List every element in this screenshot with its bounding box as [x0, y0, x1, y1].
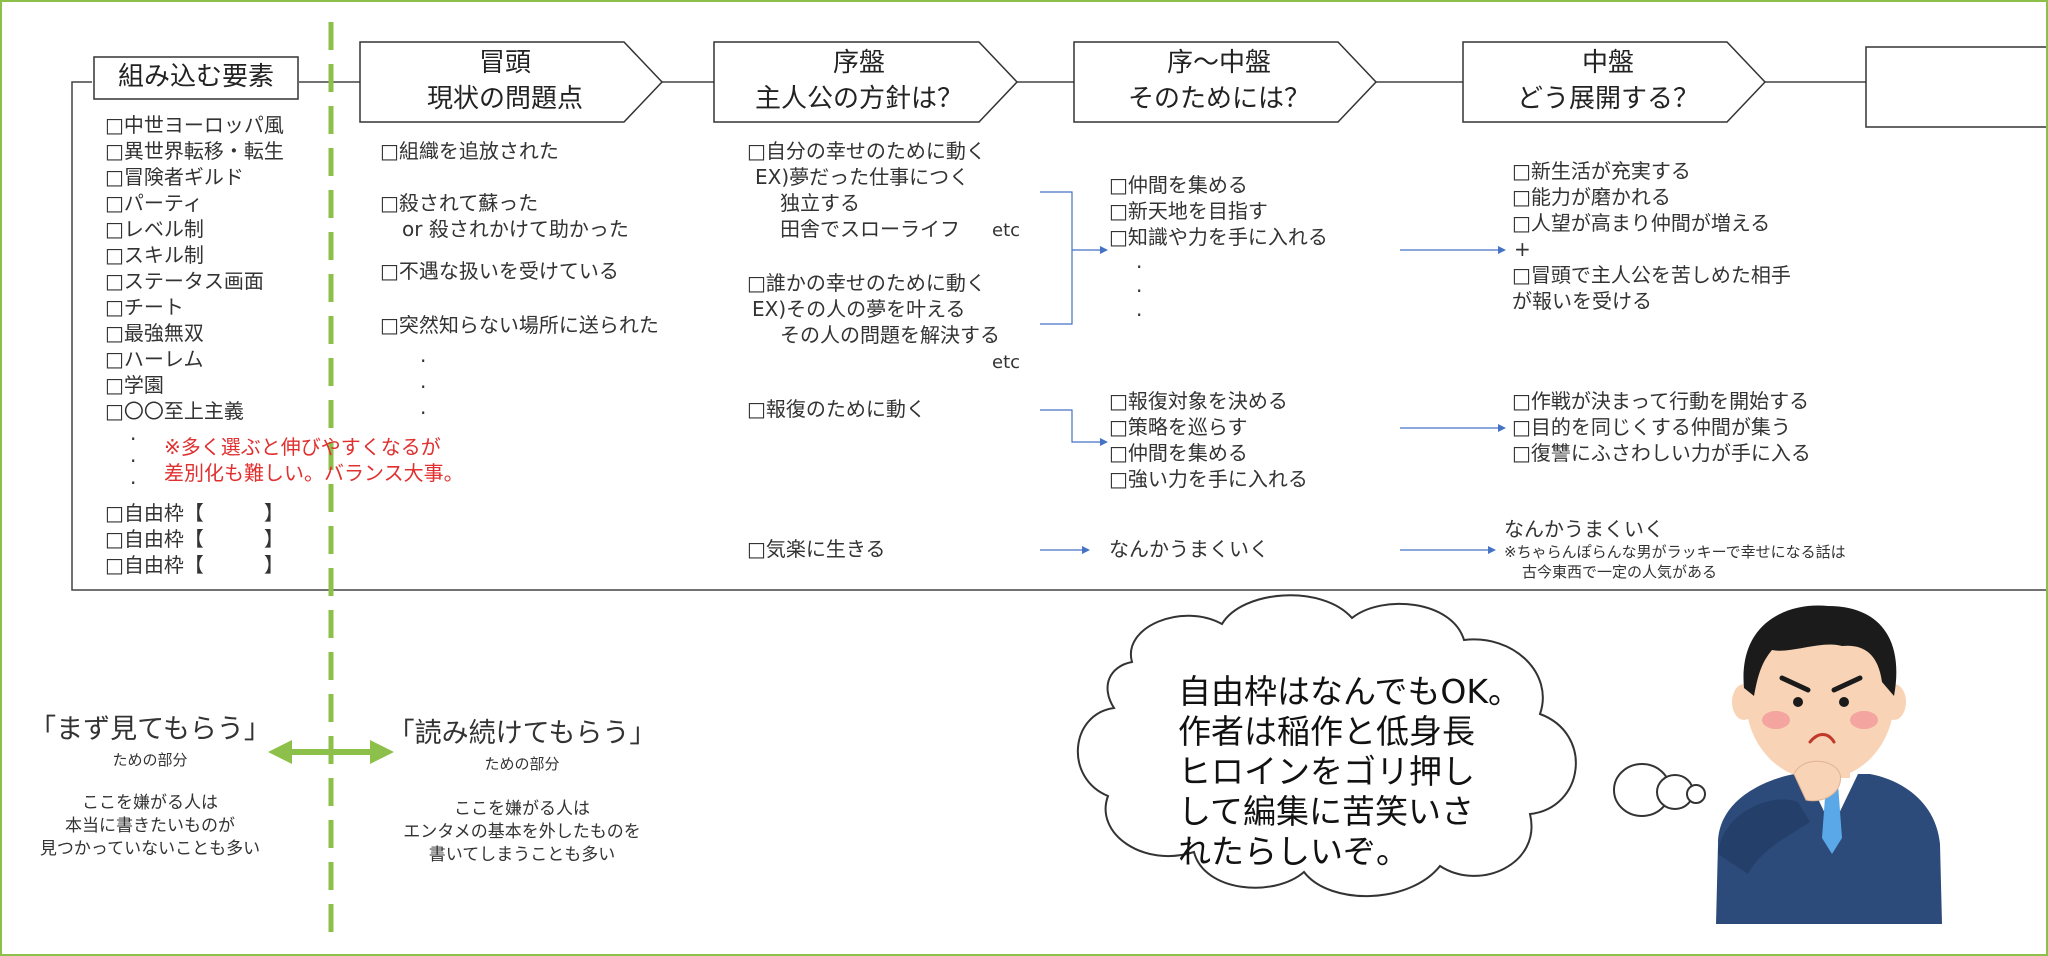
problem-item: □突然知らない場所に送られた	[380, 313, 659, 337]
means-item: □強い力を手に入れる	[1109, 467, 1308, 491]
dev-easy-note1: ※ちゃらんぽらんな男がラッキーで幸せになる話は	[1504, 543, 1846, 561]
dev-item: □作戦が決まって行動を開始する	[1512, 389, 1810, 413]
element-item: □中世ヨーロッパ風	[105, 113, 284, 137]
stage-mid-line1: 中盤	[1581, 48, 1634, 78]
dev-item: □人望が高まり仲間が増える	[1512, 211, 1771, 235]
elements-title-box	[93, 56, 299, 100]
bracket-line	[1040, 191, 1073, 325]
bottom-left-note: 見つかっていないことも多い	[39, 839, 261, 859]
stage-box-mid	[1462, 41, 1767, 123]
ellipsis-dot: .	[420, 343, 427, 367]
red-note-line2: 差別化も難しい。バランス大事。	[164, 461, 464, 485]
bottom-left-note: ここを嫌がる人は	[82, 793, 218, 813]
stage-early-mid-line2: そのためには？	[1127, 84, 1310, 114]
stage-early-line1: 序盤	[832, 48, 885, 78]
dev-item: □能力が磨かれる	[1512, 185, 1671, 209]
element-item: □ハーレム	[105, 347, 204, 371]
main-frame	[71, 81, 2046, 591]
element-item: □ステータス画面	[105, 269, 264, 293]
bubble-line: れたらしいぞ。	[1178, 832, 1409, 871]
policy-other: □誰かの幸せのために動く	[747, 271, 986, 295]
problem-item: □殺されて蘇った	[380, 191, 539, 215]
element-item: □学園	[105, 373, 164, 397]
stage-early-mid-line1: 序～中盤	[1166, 48, 1271, 78]
dev-item: が報いを受ける	[1512, 289, 1652, 313]
problem-item: □不遇な扱いを受けている	[380, 259, 619, 283]
free-slot: □自由枠【 】	[105, 501, 284, 525]
stage-opening-line1: 冒頭	[478, 48, 531, 78]
policy-self-ex: 独立する	[780, 191, 860, 215]
element-item: □〇〇至上主義	[105, 399, 244, 423]
bubble-line: して編集に苦笑いさ	[1178, 792, 1475, 831]
policy-other-etc: etc	[992, 352, 1021, 373]
dev-easy: なんかうまくいく	[1504, 517, 1664, 541]
policy-self-etc: etc	[992, 220, 1021, 241]
bottom-mid-note: エンタメの基本を外したものを	[403, 822, 641, 842]
bubble-line: 自由枠はなんでもOK。	[1178, 672, 1521, 711]
means-item: □知識や力を手に入れる	[1109, 225, 1328, 249]
elements-title: 組み込む要素	[117, 62, 274, 92]
ellipsis-dot: .	[1136, 249, 1143, 273]
policy-revenge: □報復のために動く	[747, 397, 926, 421]
bubble-line: 作者は稲作と低身長	[1178, 712, 1475, 751]
thought-cloud	[1076, 594, 1706, 897]
dev-easy-note2: 古今東西で一定の人気がある	[1522, 563, 1718, 581]
stage-opening-line2: 現状の問題点	[426, 84, 583, 114]
free-slot: □自由枠【 】	[105, 527, 284, 551]
bottom-mid-note: 書いてしまうことも多い	[428, 845, 616, 865]
means-item: □策略を巡らす	[1109, 415, 1248, 439]
element-item: □スキル制	[105, 243, 204, 267]
bottom-left-sub: ための部分	[112, 751, 188, 769]
ellipsis-dot: .	[130, 443, 137, 467]
ellipsis-dot: .	[1136, 297, 1143, 321]
policy-self: □自分の幸せのために動く	[747, 139, 986, 163]
red-note-line1: ※多く選ぶと伸びやすくなるが	[164, 435, 441, 459]
policy-self-ex: EX)夢だった仕事につく	[755, 165, 970, 189]
element-item: □最強無双	[105, 321, 204, 345]
bottom-mid-note: ここを嫌がる人は	[454, 799, 590, 819]
ellipsis-dot: .	[130, 421, 137, 445]
policy-easy: □気楽に生きる	[747, 537, 886, 561]
free-slot: □自由枠【 】	[105, 553, 284, 577]
element-item: □レベル制	[105, 217, 204, 241]
element-item: □異世界転移・転生	[105, 139, 284, 163]
means-item: □報復対象を決める	[1109, 389, 1288, 413]
means-item: □仲間を集める	[1109, 173, 1248, 197]
ellipsis-dot: .	[420, 369, 427, 393]
dev-item: □復讐にふさわしい力が手に入る	[1512, 441, 1811, 465]
stage-box-opening	[359, 41, 664, 123]
element-item: □パーティ	[105, 191, 203, 215]
bottom-mid-sub: ための部分	[484, 755, 560, 773]
bubble-line: ヒロインをゴリ押し	[1178, 752, 1475, 791]
dev-item: □目的を同じくする仲間が集う	[1512, 415, 1791, 439]
policy-self-ex: 田舎でスローライフ	[780, 217, 960, 241]
stage-box-next	[1865, 46, 2046, 128]
means-easy: なんかうまくいく	[1109, 537, 1269, 561]
ellipsis-dot: .	[130, 465, 137, 489]
policy-other-ex: EX)その人の夢を叶える	[752, 297, 966, 321]
element-item: □チート	[105, 295, 184, 319]
dev-plus: +	[1514, 237, 1531, 261]
ellipsis-dot: .	[420, 395, 427, 419]
element-item: □冒険者ギルド	[105, 165, 244, 189]
problem-item-sub: or 殺されかけて助かった	[402, 217, 629, 241]
stage-box-early	[713, 41, 1019, 123]
stage-mid-line2: どう展開する？	[1516, 84, 1699, 114]
stage-box-early-mid	[1073, 41, 1378, 123]
bottom-left-note: 本当に書きたいものが	[65, 816, 235, 836]
problem-item: □組織を追放された	[380, 139, 559, 163]
bottom-mid-title: 「読み続けてもらう」	[387, 718, 657, 749]
dev-item: □冒頭で主人公を苦しめた相手	[1512, 263, 1791, 287]
ellipsis-dot: .	[1136, 273, 1143, 297]
worried-man-illustration	[1716, 605, 1942, 924]
means-item: □仲間を集める	[1109, 441, 1248, 465]
policy-other-ex: その人の問題を解決する	[780, 323, 1000, 347]
bracket-line	[1040, 409, 1100, 443]
dev-item: □新生活が充実する	[1512, 159, 1691, 183]
bottom-left-title: 「まず見てもらう」	[29, 714, 271, 745]
means-item: □新天地を目指す	[1109, 199, 1268, 223]
stage-early-line2: 主人公の方針は？	[754, 84, 963, 114]
